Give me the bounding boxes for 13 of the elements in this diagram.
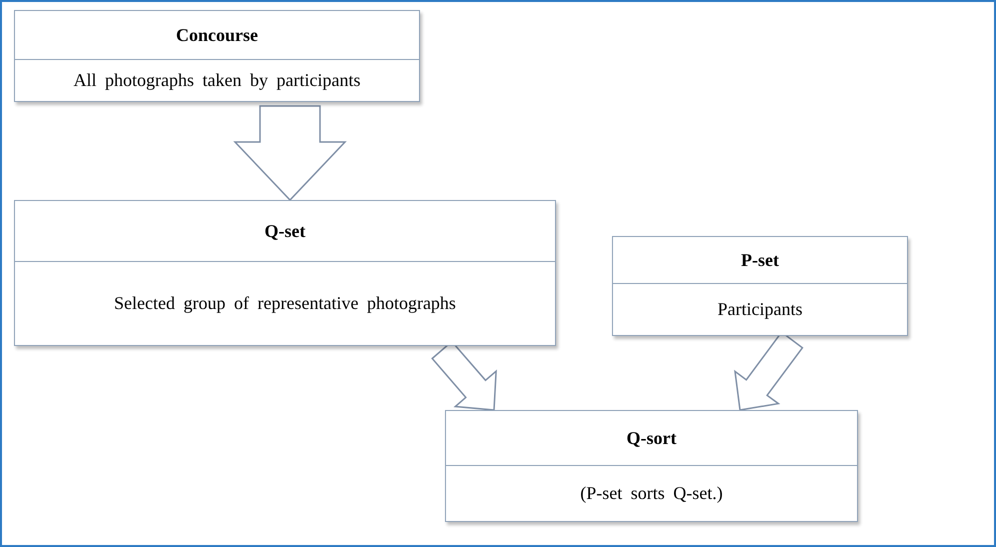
box-description: Selected group of representative photographs xyxy=(114,293,456,314)
box-description: (P-set sorts Q-set.) xyxy=(580,483,723,504)
box-title: Q-set xyxy=(264,220,306,242)
box-description: Participants xyxy=(718,299,802,320)
box-description: All photographs taken by participants xyxy=(74,70,360,91)
process-box xyxy=(612,236,908,336)
process-box xyxy=(14,200,556,346)
box-title: Concourse xyxy=(176,24,258,46)
process-box xyxy=(14,10,420,102)
box-title: Q-sort xyxy=(626,428,676,448)
box-title: P-set xyxy=(741,250,779,270)
block-arrow xyxy=(233,105,347,202)
process-box xyxy=(445,410,858,522)
